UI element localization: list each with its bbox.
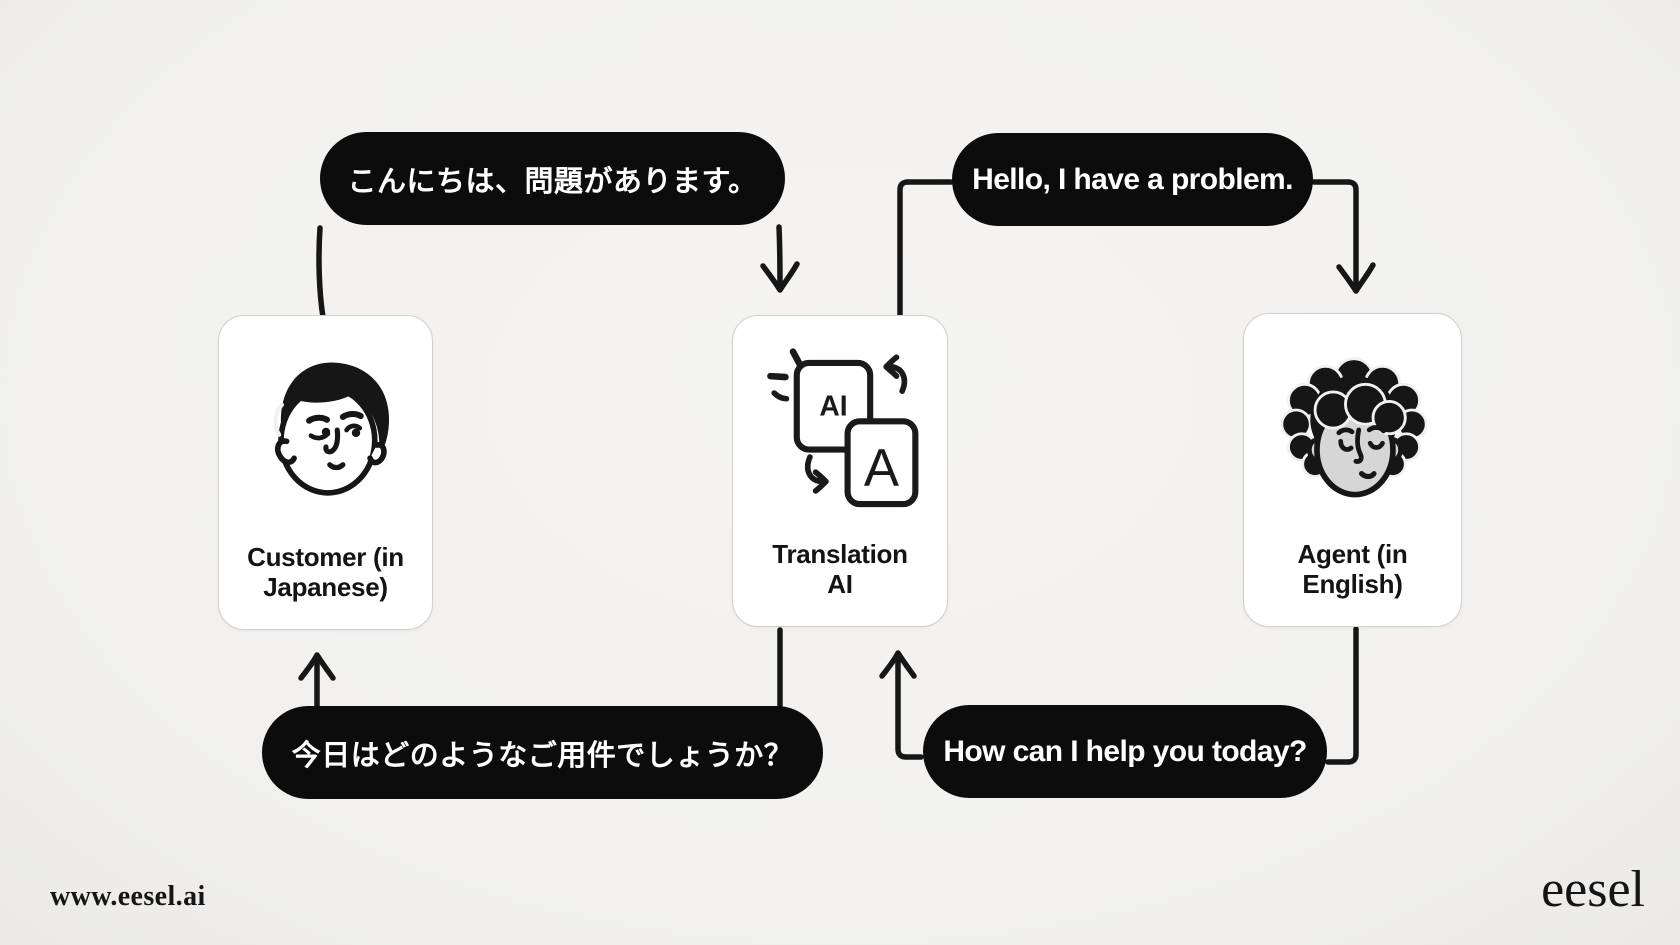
- bubble-text: 今日はどのようなご用件でしょうか？: [291, 739, 794, 772]
- speech-bubble-agent-english: How can I help you today?: [923, 705, 1327, 798]
- line-customer-to-jp-bubble: [316, 225, 326, 320]
- brand-logo: eesel: [1541, 861, 1645, 918]
- arrow-en-reply-to-translation: [895, 651, 924, 760]
- card-translation-ai: AI A Translation AI: [732, 315, 948, 627]
- line-agent-to-en-reply-bubble: [1325, 626, 1359, 765]
- arrow-jp-bubble-to-translation: [776, 224, 783, 290]
- footer-url: www.eesel.ai: [50, 881, 206, 912]
- line-translation-to-en-bubble: [897, 179, 954, 320]
- card-label: Agent (in English): [1297, 538, 1408, 600]
- customer-face-icon: [273, 362, 390, 496]
- arrowhead-up-icon: [298, 652, 336, 681]
- bubble-text: Hello, I have a problem.: [972, 162, 1293, 196]
- bubble-text: How can I help you today?: [943, 734, 1307, 768]
- speech-bubble-customer-english: Hello, I have a problem.: [952, 133, 1313, 226]
- bubble-text: こんにちは、問題があります。: [347, 165, 758, 198]
- card-customer: Customer (in Japanese): [218, 315, 433, 630]
- arrowhead-down-icon: [760, 261, 800, 293]
- speech-bubble-customer-japanese: こんにちは、問題があります。: [320, 132, 785, 225]
- icon-letter-a: A: [864, 438, 900, 497]
- arrow-en-bubble-to-agent: [1311, 179, 1359, 291]
- card-label: Customer (in Japanese): [247, 541, 404, 603]
- agent-face-icon: [1280, 357, 1428, 498]
- arrowhead-up-icon: [879, 650, 917, 679]
- speech-bubble-agent-japanese: 今日はどのようなご用件でしょうか？: [262, 706, 823, 799]
- translation-ai-icon: AI A: [767, 348, 919, 508]
- arrowhead-down-icon: [1336, 262, 1376, 294]
- card-agent: Agent (in English): [1243, 313, 1462, 627]
- card-label: Translation AI: [772, 538, 908, 600]
- icon-letter-ai: AI: [819, 390, 847, 422]
